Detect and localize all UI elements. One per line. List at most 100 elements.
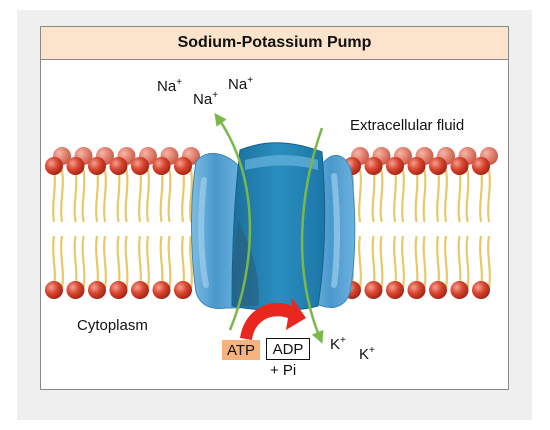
lipid-head	[407, 157, 426, 175]
lipid-tail	[401, 169, 405, 223]
lipid-tail	[167, 235, 172, 289]
lipid-tail	[138, 169, 142, 223]
lipid-head	[131, 281, 149, 299]
lipid-tail	[379, 169, 384, 223]
lipid-tail	[52, 169, 56, 223]
lipid-tail	[103, 169, 107, 223]
lipid-tail	[358, 169, 362, 223]
lipid-tail	[401, 235, 405, 289]
lipid-tail	[465, 235, 470, 289]
lipid-tail	[379, 235, 384, 289]
lipid-head	[386, 157, 404, 175]
lipid-tail	[167, 169, 172, 223]
lipid-tail	[146, 169, 150, 223]
lipid-tail	[95, 235, 99, 289]
lipid-tail	[124, 235, 129, 289]
sodium-label-3: Na+	[228, 75, 253, 93]
lipid-tail	[73, 169, 78, 223]
lipid-tail	[116, 169, 121, 223]
lipid-tail	[81, 169, 86, 223]
lipid-tail	[116, 235, 121, 289]
lipid-tail	[393, 235, 397, 289]
lipid-tail	[189, 169, 193, 223]
lipid-tail	[465, 169, 470, 223]
lipid-tail	[422, 235, 427, 289]
lipid-tail	[124, 169, 129, 223]
pump-protein	[191, 142, 356, 311]
lipid-head	[66, 157, 85, 175]
lipid-tail	[81, 235, 86, 289]
lipid-head	[152, 281, 171, 299]
lipid-tail	[444, 169, 448, 223]
diagram-title: Sodium-Potassium Pump	[40, 26, 509, 60]
lipid-head	[174, 157, 192, 175]
lipid-head	[429, 157, 447, 175]
lipid-head	[45, 157, 63, 175]
extracellular-label: Extracellular fluid	[350, 117, 464, 134]
lipid-tail	[103, 235, 107, 289]
lipid-tail	[444, 235, 448, 289]
lipid-head	[472, 281, 490, 299]
lipid-tail	[60, 169, 64, 223]
cytoplasm-label: Cytoplasm	[77, 317, 148, 334]
potassium-label-1: K+	[330, 335, 346, 353]
lipid-head	[152, 157, 171, 175]
lipid-tail	[479, 169, 483, 223]
lipid-tail	[146, 235, 150, 289]
lipid-head	[88, 157, 106, 175]
lipid-tail	[73, 235, 78, 289]
lipid-head	[450, 281, 469, 299]
lipid-tail	[457, 235, 462, 289]
lipid-tail	[181, 169, 185, 223]
lipid-head	[364, 281, 383, 299]
lipid-tail	[371, 169, 376, 223]
lipid-heads	[45, 147, 498, 299]
sodium-arrow	[214, 112, 252, 331]
potassium-arrow	[300, 127, 324, 344]
lipid-tail	[436, 235, 440, 289]
lipid-head	[109, 281, 128, 299]
lipid-tail	[487, 235, 491, 289]
lipid-head	[386, 281, 404, 299]
lipid-tail	[52, 235, 56, 289]
lipid-tail	[60, 235, 64, 289]
potassium-label-2: K+	[359, 345, 375, 363]
sodium-label-2: Na+	[193, 90, 218, 108]
lipid-head	[429, 281, 447, 299]
lipid-tail	[422, 169, 427, 223]
lipid-head	[66, 281, 85, 299]
sodium-label-1: Na+	[157, 77, 182, 95]
lipid-head	[45, 281, 63, 299]
lipid-head	[88, 281, 106, 299]
title-text: Sodium-Potassium Pump	[177, 34, 372, 51]
atp-text: ATP	[226, 341, 256, 359]
lipid-tail	[159, 169, 164, 223]
lipid-head	[472, 157, 490, 175]
lipid-tail	[189, 235, 193, 289]
lipid-tail	[95, 169, 99, 223]
lipid-head	[174, 281, 192, 299]
lipid-head	[131, 157, 149, 175]
atp-hydrolysis-arrow	[240, 298, 306, 340]
lipid-tail	[358, 235, 362, 289]
lipid-tail	[436, 169, 440, 223]
lipid-tail	[414, 169, 419, 223]
lipid-tail	[181, 235, 185, 289]
lipid-tail	[414, 235, 419, 289]
lipid-tail	[457, 169, 462, 223]
adp-text: ADP	[272, 340, 304, 358]
lipid-head	[364, 157, 383, 175]
lipid-tail	[393, 169, 397, 223]
lipid-head	[450, 157, 469, 175]
lipid-tail	[487, 169, 491, 223]
lipid-head	[109, 157, 128, 175]
lipid-tail	[138, 235, 142, 289]
lipid-tail	[479, 235, 483, 289]
atp-label: ATP	[222, 340, 260, 360]
lipid-tail	[159, 235, 164, 289]
adp-label: ADP	[266, 338, 310, 360]
lipid-tail	[371, 235, 376, 289]
lipid-head	[407, 281, 426, 299]
pi-label: + Pi	[270, 362, 297, 379]
